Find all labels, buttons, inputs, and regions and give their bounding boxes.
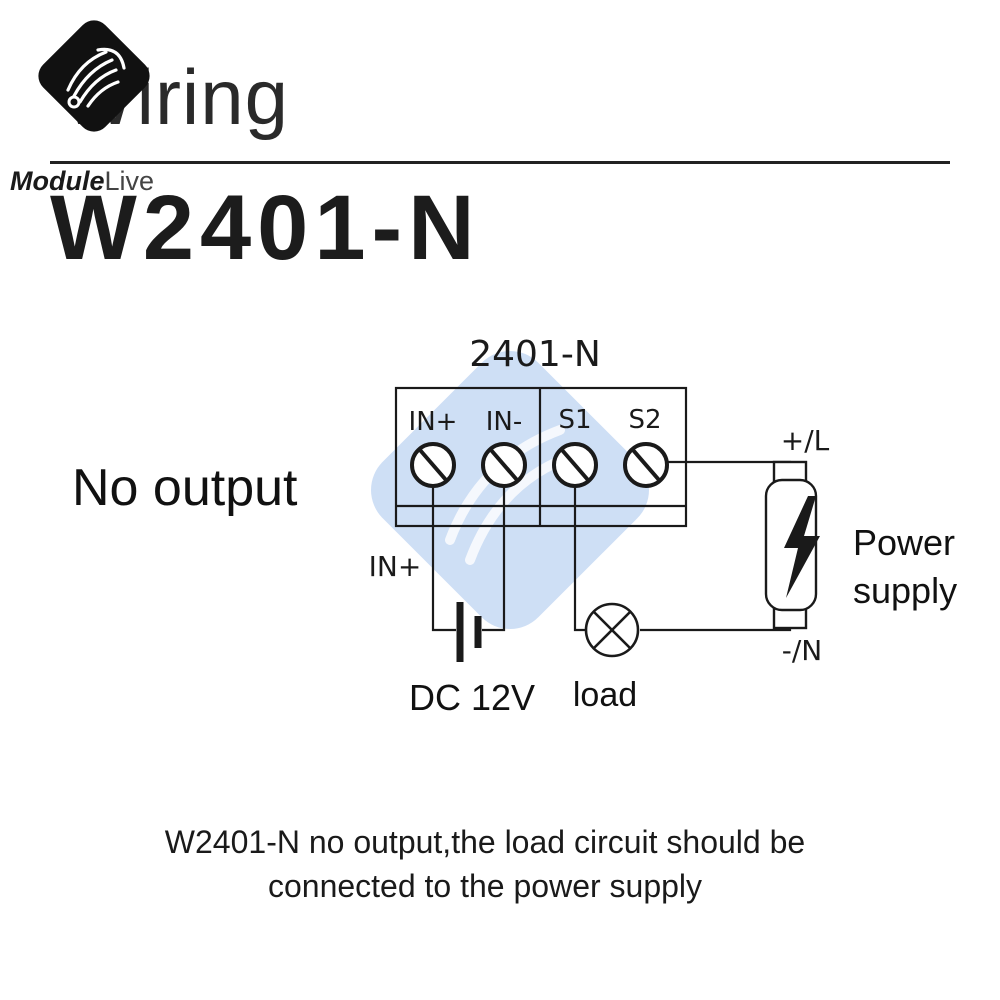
screw-terminal-icon bbox=[410, 442, 456, 488]
terminal-label-in-minus: IN- bbox=[486, 407, 523, 437]
module-label: 2401-N bbox=[469, 334, 601, 375]
terminal-label-s1: S1 bbox=[558, 405, 591, 435]
caption: W2401-N no output,the load circuit shoul… bbox=[90, 820, 880, 908]
relay-module bbox=[394, 386, 688, 528]
power-supply-icon bbox=[764, 460, 820, 630]
watermark-logo-icon bbox=[371, 351, 649, 629]
lamp-load-icon bbox=[584, 602, 640, 658]
caption-line-1: W2401-N no output,the load circuit shoul… bbox=[164, 824, 806, 860]
output-mode-label: No output bbox=[72, 459, 298, 517]
supply-minus-label: -/N bbox=[782, 634, 822, 667]
screw-terminal-icon bbox=[552, 442, 598, 488]
battery-icon bbox=[456, 602, 482, 662]
supply-label-line1: Power bbox=[853, 522, 955, 563]
terminal-label-s2: S2 bbox=[628, 405, 661, 435]
terminal-label-in-plus: IN+ bbox=[409, 407, 458, 437]
modulelive-logo-icon bbox=[38, 20, 150, 132]
model-heading: W2401-N bbox=[50, 177, 481, 279]
brand-wordmark: ModuleLive bbox=[10, 168, 154, 195]
title-divider bbox=[50, 161, 950, 164]
brand-name-bold: Module bbox=[10, 166, 105, 196]
screw-terminal-icon bbox=[623, 442, 669, 488]
input-wire-label: IN+ bbox=[369, 550, 422, 583]
battery-label: DC 12V bbox=[409, 677, 535, 718]
supply-label-line2: supply bbox=[853, 570, 957, 611]
screw-terminal-icon bbox=[481, 442, 527, 488]
load-label: load bbox=[573, 676, 637, 714]
brand-name-light: Live bbox=[104, 166, 155, 196]
supply-plus-label: +/L bbox=[781, 424, 830, 457]
caption-line-2: connected to the power supply bbox=[267, 868, 703, 905]
